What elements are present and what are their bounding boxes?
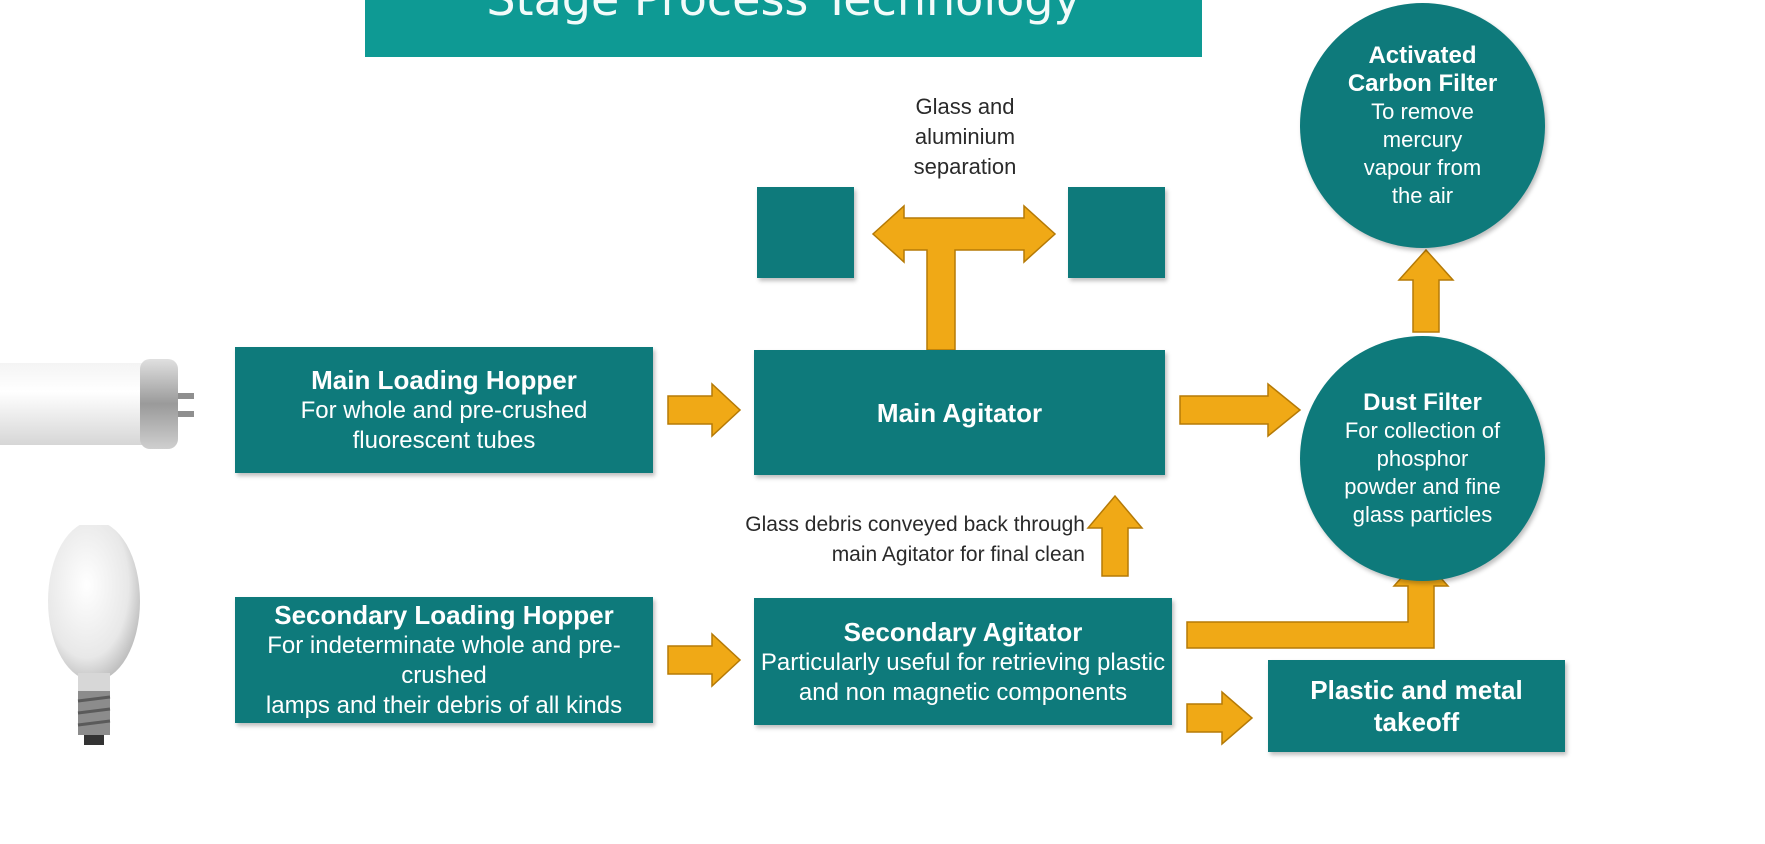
arrow-icon: [667, 632, 742, 688]
dust-filter-title: Dust Filter: [1363, 388, 1482, 416]
secondary-agitator-desc-1: Particularly useful for retrieving plast…: [760, 648, 1166, 676]
arrow-icon: [1186, 690, 1254, 746]
carbon-filter-desc-4: the air: [1391, 182, 1454, 208]
main-loading-hopper: Main Loading Hopper For whole and pre-cr…: [235, 347, 653, 473]
dust-filter-desc-3: powder and fine: [1344, 473, 1501, 499]
carbon-filter-title-2: Carbon Filter: [1347, 69, 1498, 97]
debris-label-1: Glass debris conveyed back through: [745, 513, 1085, 536]
banner-title: Stage Process Technology: [486, 0, 1080, 57]
arrow-icon: [667, 382, 742, 438]
secondary-hopper-desc-2: lamps and their debris of all kinds: [265, 692, 623, 719]
separation-label: Glass and aluminium separation: [880, 92, 1050, 182]
main-agitator: Main Agitator: [754, 350, 1165, 475]
dust-filter-desc-1: For collection of: [1344, 417, 1501, 443]
arrow-icon: [871, 204, 1057, 351]
main-hopper-title: Main Loading Hopper: [311, 365, 577, 395]
hid-bulb-image: [48, 525, 140, 745]
debris-label: Glass debris conveyed back through main …: [720, 510, 1085, 570]
arrow-icon: [1086, 494, 1144, 577]
debris-label-2: main Agitator for final clean: [831, 543, 1085, 566]
main-agitator-title: Main Agitator: [876, 397, 1043, 428]
secondary-hopper-title: Secondary Loading Hopper: [274, 600, 614, 630]
separation-label-1: Glass and: [915, 94, 1015, 119]
secondary-agitator-title: Secondary Agitator: [843, 616, 1083, 647]
secondary-agitator-desc-2: and non magnetic components: [798, 678, 1128, 706]
arrow-icon: [1397, 248, 1455, 333]
fluorescent-tube-image: [0, 359, 194, 449]
carbon-filter-title-1: Activated: [1368, 41, 1477, 69]
secondary-hopper-desc-1: For indeterminate whole and pre-crushed: [267, 632, 621, 689]
main-hopper-desc-1: For whole and pre-crushed: [300, 397, 588, 424]
dust-filter-desc-4: glass particles: [1352, 501, 1493, 527]
title-banner: Stage Process Technology: [365, 0, 1202, 57]
carbon-filter-desc-2: mercury: [1382, 126, 1463, 152]
separation-bin-left: [757, 187, 854, 278]
dust-filter: Dust Filter For collection of phosphor p…: [1300, 336, 1545, 581]
activated-carbon-filter: Activated Carbon Filter To remove mercur…: [1300, 3, 1545, 248]
separation-label-3: separation: [913, 154, 1017, 179]
plastic-metal-takeoff: Plastic and metal takeoff: [1268, 660, 1565, 752]
arrow-icon: [1179, 382, 1302, 438]
secondary-loading-hopper: Secondary Loading Hopper For indetermina…: [235, 597, 653, 723]
separation-bin-right: [1068, 187, 1165, 278]
separation-label-2: aluminium: [914, 124, 1016, 149]
carbon-filter-desc-3: vapour from: [1363, 154, 1482, 180]
carbon-filter-desc-1: To remove: [1371, 98, 1474, 124]
dust-filter-desc-2: phosphor: [1376, 445, 1469, 471]
main-hopper-desc-2: fluorescent tubes: [352, 427, 536, 454]
secondary-agitator: Secondary Agitator Particularly useful f…: [754, 598, 1172, 725]
takeoff-title: Plastic and metal takeoff: [1310, 675, 1523, 737]
